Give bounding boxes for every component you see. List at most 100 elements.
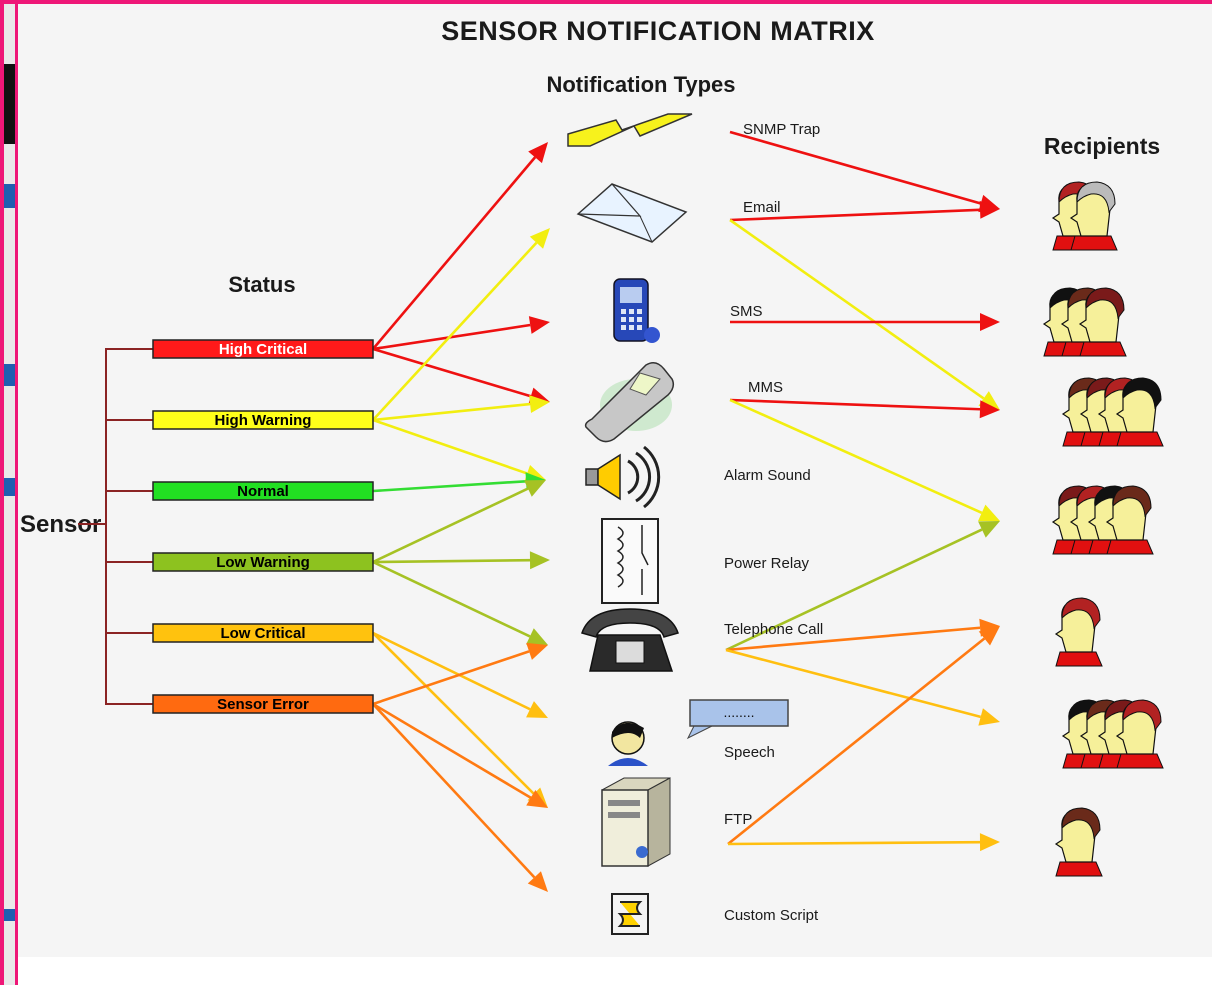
- strip-block: [4, 364, 15, 386]
- recipient-list: [1042, 181, 1164, 877]
- relay-box: [601, 518, 659, 604]
- sensor-bracket: [78, 348, 153, 705]
- arrow-head: [529, 228, 550, 249]
- notification-type-item: Power Relay: [601, 518, 810, 604]
- status-to-notification-arrow: [372, 142, 548, 350]
- arrow-shaft: [725, 528, 983, 652]
- arrow-head: [527, 871, 548, 892]
- arrow-head: [526, 642, 548, 660]
- notification-to-recipient-arrow: [725, 521, 1000, 652]
- server-side: [647, 777, 671, 867]
- server-badge: [636, 846, 648, 858]
- phone-key: [629, 309, 634, 314]
- notification-type-item: Telephone Call: [581, 608, 823, 672]
- arrow-shaft: [372, 479, 527, 493]
- person-body: [1070, 235, 1118, 251]
- relay-icon: [601, 518, 659, 604]
- arrow-head: [529, 551, 550, 570]
- user-group-icon: [1061, 377, 1164, 447]
- person-shirt: [608, 758, 648, 766]
- status-to-notification-arrow: [372, 642, 548, 706]
- diagram-title: SENSOR NOTIFICATION MATRIX: [441, 16, 875, 46]
- mobile-phone-icon: [584, 362, 675, 443]
- status-to-notification-arrow: [372, 480, 546, 564]
- status-label: Sensor Error: [217, 696, 309, 713]
- arrow-head: [978, 626, 1000, 646]
- arrow-head: [526, 628, 548, 645]
- status-to-notification-arrow: [372, 316, 550, 351]
- person-body: [1116, 753, 1164, 769]
- arrow-head: [978, 504, 1000, 522]
- telephone-icon: [581, 608, 679, 672]
- recipients-heading: Recipients: [1044, 133, 1160, 159]
- arrow-shaft: [372, 558, 531, 564]
- bracket-top-lines: [105, 348, 153, 492]
- arrow-shaft: [372, 487, 529, 564]
- phone-key: [629, 317, 634, 322]
- status-heading: Status: [228, 272, 295, 297]
- strip-block: [4, 64, 15, 144]
- notification-type-item: Alarm Sound: [585, 445, 811, 509]
- arrow-shaft: [729, 130, 982, 205]
- status-to-notification-arrow: [372, 418, 546, 482]
- status-box: [152, 694, 374, 714]
- arrow-shaft: [727, 637, 986, 846]
- sound-wave: [627, 459, 640, 495]
- phone-screen: [629, 372, 661, 396]
- person-body: [1055, 651, 1103, 667]
- status-item: High Warning: [152, 410, 374, 430]
- arrow-head: [529, 395, 550, 413]
- status-item: High Critical: [152, 339, 374, 359]
- phone-screen: [620, 287, 642, 303]
- status-label: High Warning: [215, 412, 312, 429]
- envelope-body: [576, 183, 688, 243]
- script-icon: [611, 893, 649, 935]
- notification-to-recipient-arrow: [729, 200, 1000, 222]
- phone-key: [637, 317, 642, 322]
- arrow-shaft: [372, 402, 531, 422]
- strip-block: [4, 184, 15, 208]
- status-box: [152, 481, 374, 501]
- status-label: Low Critical: [220, 625, 305, 642]
- cellphone-icon: [613, 278, 660, 343]
- arrow-shaft: [372, 702, 532, 799]
- sensor-notification-diagram: SENSOR NOTIFICATION MATRIX Notification …: [20, 16, 1164, 935]
- speech-bubble-text: ........: [723, 704, 754, 720]
- status-to-notification-arrow: [372, 472, 546, 493]
- user-icon: [1054, 807, 1103, 877]
- speech-bubble-icon: [608, 699, 789, 766]
- speaker-cone: [597, 453, 621, 501]
- relay-switch: [641, 525, 649, 595]
- arrow-shaft: [372, 156, 537, 350]
- arrow-shaft: [372, 560, 531, 638]
- user-icon: [1054, 597, 1103, 667]
- status-box: [152, 339, 374, 359]
- person-hair: [1085, 287, 1125, 320]
- notification-type-label: SMS: [730, 303, 763, 320]
- person-figure: [1115, 377, 1164, 447]
- person-hair: [1061, 807, 1101, 840]
- notification-type-label: MMS: [748, 379, 783, 396]
- phone-key: [621, 325, 626, 330]
- person-hair: [1061, 597, 1101, 630]
- status-label: Low Warning: [216, 554, 310, 571]
- bubble-box: [689, 699, 789, 727]
- status-box: [152, 410, 374, 430]
- notification-to-recipient-arrow: [725, 648, 1000, 726]
- notification-type-item: SNMP Trap: [567, 113, 820, 147]
- bracket-bottom-lines: [105, 561, 153, 705]
- status-item: Low Warning: [152, 552, 374, 572]
- notification-to-recipient-arrow: [727, 626, 1000, 846]
- arrow-shaft: [727, 840, 981, 846]
- strip-block: [4, 478, 15, 496]
- notification-type-label: Custom Script: [724, 907, 819, 924]
- arrow-head: [979, 200, 1000, 219]
- phone-key: [621, 309, 626, 314]
- notification-types-heading: Notification Types: [546, 72, 735, 97]
- person-hair: [1122, 699, 1162, 732]
- user-group-icon: [1051, 181, 1118, 251]
- notification-type-label: Alarm Sound: [724, 467, 811, 484]
- arrow-shaft: [372, 632, 535, 795]
- notification-type-item: MMS: [584, 362, 783, 443]
